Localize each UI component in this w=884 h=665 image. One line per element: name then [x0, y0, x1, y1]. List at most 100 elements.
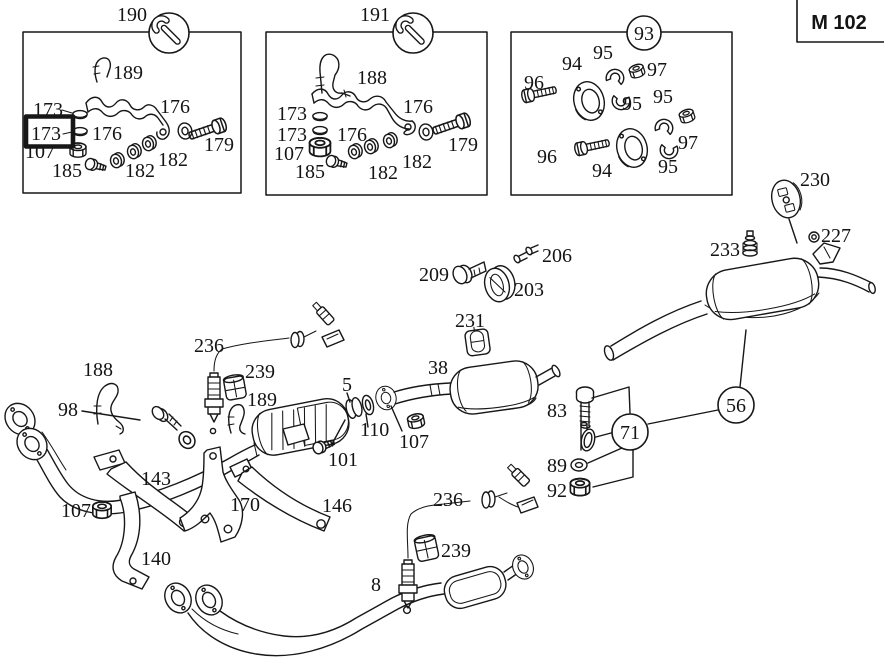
spring-washer-173-icon — [312, 125, 328, 136]
part-label-97-22[interactable]: 97 — [647, 59, 667, 81]
washer-176-icon — [417, 122, 435, 142]
part-label-83-44[interactable]: 83 — [547, 400, 567, 422]
joint-5-110 — [345, 383, 400, 419]
assembly-ref-71[interactable]: 71 — [611, 413, 649, 451]
assembly-ref-93[interactable]: 93 — [626, 15, 662, 51]
part-label-188-10[interactable]: 188 — [357, 67, 387, 89]
engine-code: M 102 — [811, 12, 867, 34]
nut-107-left-icon — [91, 501, 113, 520]
pipe8-flange-icon — [158, 577, 198, 619]
part-label-203-35[interactable]: 203 — [514, 279, 544, 301]
part-label-239-55[interactable]: 239 — [441, 540, 471, 562]
part-label-89-48[interactable]: 89 — [547, 455, 567, 477]
part-label-182-17[interactable]: 182 — [368, 162, 398, 184]
rear-pipe — [603, 300, 708, 361]
part-label-230-30[interactable]: 230 — [800, 169, 830, 191]
bottom-pipe-8 — [158, 551, 538, 657]
nut-97-icon — [677, 107, 697, 126]
part-label-107-54[interactable]: 107 — [61, 500, 91, 522]
part-label-176-6[interactable]: 176 — [160, 96, 190, 118]
part-label-236-51[interactable]: 236 — [433, 489, 463, 511]
part-label-96-26[interactable]: 96 — [537, 146, 557, 168]
sensor-plug — [516, 496, 539, 514]
bolt-96-icon — [572, 135, 612, 157]
part-label-95-25[interactable]: 95 — [653, 86, 673, 108]
flange-94-icon — [568, 77, 610, 125]
part-label-107-46[interactable]: 107 — [399, 431, 429, 453]
part-label-98-43[interactable]: 98 — [58, 399, 78, 421]
bushing-182-icon — [381, 130, 400, 150]
part-label-8-57[interactable]: 8 — [371, 574, 381, 596]
part-label-179-9[interactable]: 179 — [204, 134, 234, 156]
sensor-connector — [507, 463, 531, 487]
assembly-ref-label-71: 71 — [620, 422, 640, 444]
assembly-ref-56[interactable]: 56 — [717, 386, 755, 424]
part-label-101-47[interactable]: 101 — [328, 449, 358, 471]
part-label-227-31[interactable]: 227 — [821, 225, 851, 247]
part-label-176-15[interactable]: 176 — [337, 124, 367, 146]
part-label-179-19[interactable]: 179 — [448, 134, 478, 156]
part-label-95-24[interactable]: 95 — [622, 93, 642, 115]
grommet-227-icon — [808, 231, 820, 243]
part-label-95-20[interactable]: 95 — [593, 42, 613, 64]
part-label-146-53[interactable]: 146 — [322, 495, 352, 517]
part-label-107-13[interactable]: 107 — [274, 143, 304, 165]
part-label-5-41[interactable]: 5 — [342, 374, 352, 396]
tail-pipe — [817, 267, 876, 295]
wrench-icon — [149, 13, 189, 53]
part-label-97-29[interactable]: 97 — [678, 132, 698, 154]
part-label-185-4[interactable]: 185 — [52, 160, 82, 182]
inset-box-190: 190 — [22, 4, 242, 194]
hook-189-main-icon — [227, 403, 246, 435]
label-dash — [61, 109, 73, 135]
nut-107-mid-icon — [406, 411, 427, 431]
part-label-173-2[interactable]: 173 — [31, 123, 61, 145]
sensor-wire — [406, 500, 471, 559]
part-label-182-8[interactable]: 182 — [158, 149, 188, 171]
part-label-182-18[interactable]: 182 — [402, 151, 432, 173]
part-label-38-40[interactable]: 38 — [428, 357, 448, 379]
part-label-239-39[interactable]: 239 — [245, 361, 275, 383]
part-label-96-23[interactable]: 96 — [524, 72, 544, 94]
part-label-188-38[interactable]: 188 — [83, 359, 113, 381]
part-label-176-16[interactable]: 176 — [403, 96, 433, 118]
part-label-176-5[interactable]: 176 — [92, 123, 122, 145]
part-label-206-33[interactable]: 206 — [542, 245, 572, 267]
rubber-mount-231-icon — [464, 326, 491, 357]
part-label-173-11[interactable]: 173 — [277, 103, 307, 125]
oxygen-sensor-236-lower — [398, 463, 539, 609]
flange-94-icon — [611, 124, 653, 172]
bolt-185-icon — [83, 156, 108, 175]
part-label-182-7[interactable]: 182 — [125, 160, 155, 182]
part-label-95-28[interactable]: 95 — [658, 156, 678, 178]
part-label-94-27[interactable]: 94 — [592, 160, 612, 182]
bolt-83-icon — [575, 386, 595, 429]
nut-97-icon — [627, 62, 647, 81]
hook-188-main-icon — [93, 382, 124, 435]
clamp-239-lower-icon — [413, 534, 440, 562]
part-label-209-34[interactable]: 209 — [419, 264, 449, 286]
half-shell-95-icon — [653, 116, 676, 136]
sensor-wire — [213, 337, 290, 372]
part-label-143-49[interactable]: 143 — [141, 468, 171, 490]
part-label-233-32[interactable]: 233 — [710, 239, 740, 261]
bushing-182-icon — [140, 133, 159, 153]
inset-box-191: 191 — [265, 4, 488, 196]
part-label-140-56[interactable]: 140 — [141, 548, 171, 570]
part-label-110-45[interactable]: 110 — [360, 419, 389, 441]
part-label-173-12[interactable]: 173 — [277, 124, 307, 146]
part-label-170-52[interactable]: 170 — [230, 494, 260, 516]
part-label-94-21[interactable]: 94 — [562, 53, 582, 75]
part-label-189-42[interactable]: 189 — [247, 389, 277, 411]
part-label-189-0[interactable]: 189 — [113, 62, 143, 84]
part-label-185-14[interactable]: 185 — [295, 161, 325, 183]
bracket-146 — [229, 458, 331, 532]
bolt-185-icon — [324, 153, 349, 172]
washer-89-icon — [570, 458, 588, 472]
part-label-92-50[interactable]: 92 — [547, 480, 567, 502]
part-label-236-37[interactable]: 236 — [194, 335, 224, 357]
tail-bracket — [812, 242, 841, 265]
pipe8-flange-icon — [189, 579, 229, 621]
hanger-plate-230-icon — [770, 179, 803, 219]
part-label-231-36[interactable]: 231 — [455, 310, 485, 332]
